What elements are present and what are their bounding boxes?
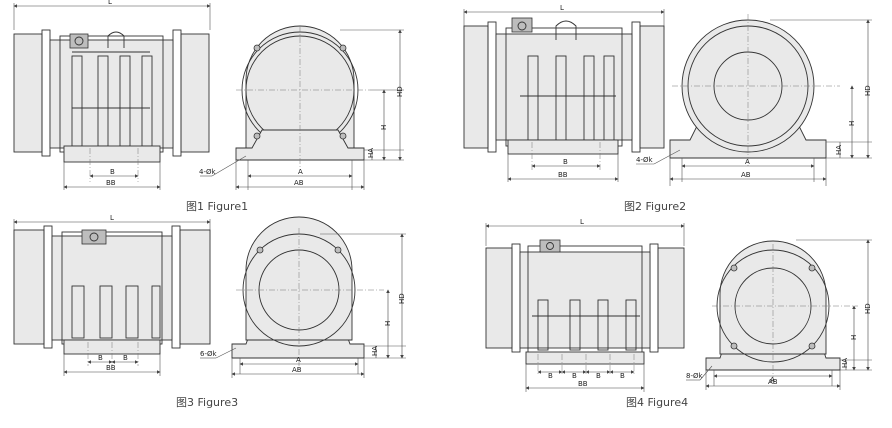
dim-HD: HD — [864, 85, 872, 96]
dim-A: A — [296, 356, 301, 364]
dim-AB: AB — [294, 179, 304, 187]
figure-1-side-view: L B BB — [13, 0, 211, 190]
figure-3-end-view: HD H HA A AB 6-Øk — [200, 216, 406, 378]
dim-BB: BB — [558, 171, 568, 179]
dim-HA: HA — [367, 148, 375, 158]
figure-3-caption: 图3 Figure3 — [176, 396, 238, 409]
dim-L: L — [108, 0, 112, 6]
figure-2: L B BB — [463, 4, 872, 213]
dim-H: H — [850, 335, 858, 340]
figure-3: L B B BB — [13, 214, 406, 409]
dim-B2: B — [123, 354, 128, 362]
figure-4-caption: 图4 Figure4 — [626, 396, 688, 409]
figure-1-end-view: HD H HA A AB 4-Øk — [199, 25, 404, 190]
figure-4-end-view: HD H HA A AB 8-Øk — [686, 239, 872, 390]
dim-AB: AB — [292, 366, 302, 374]
dim-L: L — [110, 214, 114, 222]
dim-HA: HA — [371, 346, 379, 356]
figure-1-caption: 图1 Figure1 — [186, 200, 248, 213]
dim-H: H — [848, 121, 856, 126]
dim-L: L — [560, 4, 564, 12]
dim-B3: B — [596, 372, 601, 380]
dim-BB: BB — [106, 179, 116, 187]
dim-HA: HA — [835, 145, 843, 155]
dim-B4: B — [620, 372, 625, 380]
dim-HD: HD — [864, 303, 872, 314]
figure-4-side-view: L B B B — [485, 218, 685, 392]
dim-BB: BB — [106, 364, 116, 372]
dim-hole: 6-Øk — [200, 350, 217, 358]
dim-AB: AB — [741, 171, 751, 179]
dim-HD: HD — [396, 86, 404, 97]
dim-hole: 4-Øk — [199, 168, 216, 176]
dim-B1: B — [98, 354, 103, 362]
figure-4: L B B B — [485, 218, 872, 409]
dim-H: H — [384, 321, 392, 326]
dim-B2: B — [572, 372, 577, 380]
figure-2-end-view: HD H HA A AB 4-Øk — [636, 14, 872, 186]
figure-1: L B BB — [13, 0, 404, 213]
dim-B1: B — [548, 372, 553, 380]
dim-HA: HA — [841, 358, 849, 368]
dim-hole: 8-Øk — [686, 372, 703, 380]
dim-A: A — [745, 158, 750, 166]
figure-2-caption: 图2 Figure2 — [624, 200, 686, 213]
figure-3-side-view: L B B BB — [13, 214, 211, 376]
dim-hole: 4-Øk — [636, 156, 653, 164]
dim-A: A — [298, 168, 303, 176]
dim-A: A — [770, 376, 775, 384]
dim-H: H — [380, 125, 388, 130]
dim-HD: HD — [398, 293, 406, 304]
dim-AB: AB — [768, 378, 778, 386]
dim-B: B — [110, 168, 115, 176]
dim-B: B — [563, 158, 568, 166]
dim-BB: BB — [578, 380, 588, 388]
dim-L: L — [580, 218, 584, 226]
figure-2-side-view: L B BB — [463, 4, 665, 182]
